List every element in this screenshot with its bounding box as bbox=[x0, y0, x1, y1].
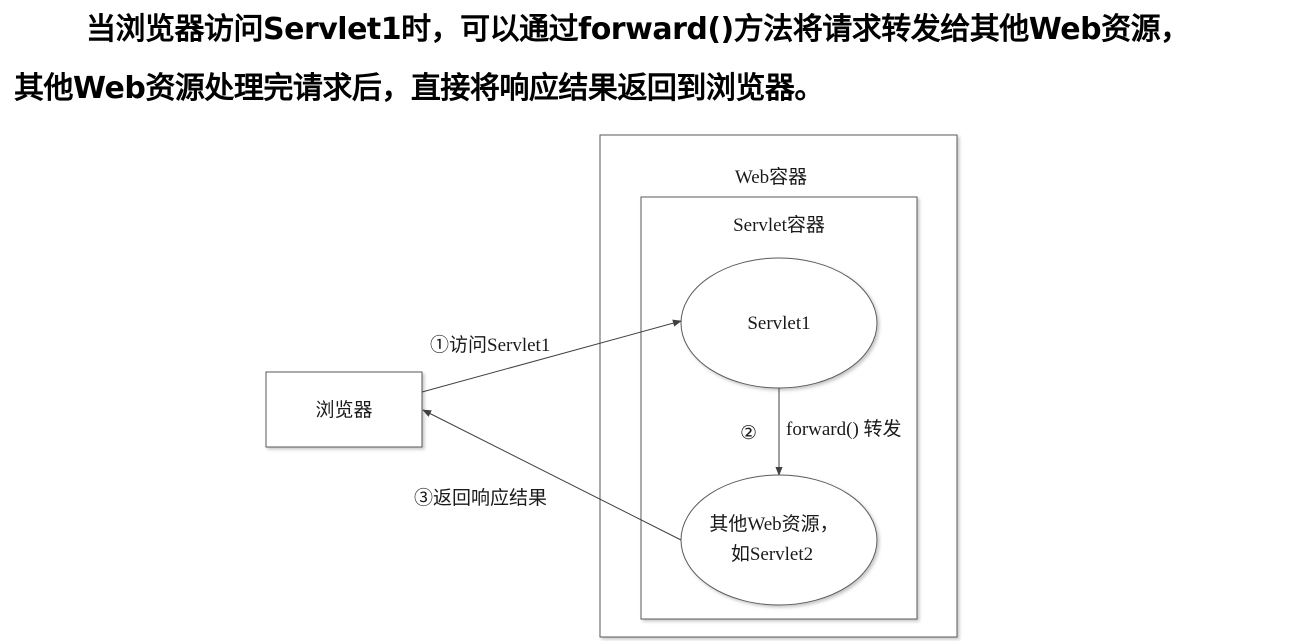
web-container-label: Web容器 bbox=[735, 166, 807, 188]
step1-label: ①访问Servlet1 bbox=[430, 334, 550, 356]
response-arrow bbox=[422, 409, 682, 541]
step3-label: ③返回响应结果 bbox=[414, 487, 547, 509]
step2-number: ② bbox=[740, 423, 757, 444]
step2-label: forward() 转发 bbox=[786, 418, 902, 440]
description-line-2: 其他Web资源处理完请求后，直接将响应结果返回到浏览器。 bbox=[14, 71, 824, 106]
other-resource-node bbox=[680, 474, 878, 606]
request-arrow bbox=[421, 319, 682, 393]
other-resource-label-line-2: 如Servlet2 bbox=[731, 543, 813, 565]
browser-box bbox=[265, 371, 423, 448]
servlet1-label: Servlet1 bbox=[747, 313, 810, 334]
description-line-1: 当浏览器访问Servlet1时，可以通过forward()方法将请求转发给其他W… bbox=[86, 12, 1190, 47]
description-text: 当浏览器访问Servlet1时，可以通过forward()方法将请求转发给其他W… bbox=[14, 0, 1306, 118]
browser-label: 浏览器 bbox=[315, 399, 372, 421]
servlet-container-label: Servlet容器 bbox=[733, 214, 825, 236]
other-resource-label-line-1: 其他Web资源， bbox=[709, 513, 838, 535]
